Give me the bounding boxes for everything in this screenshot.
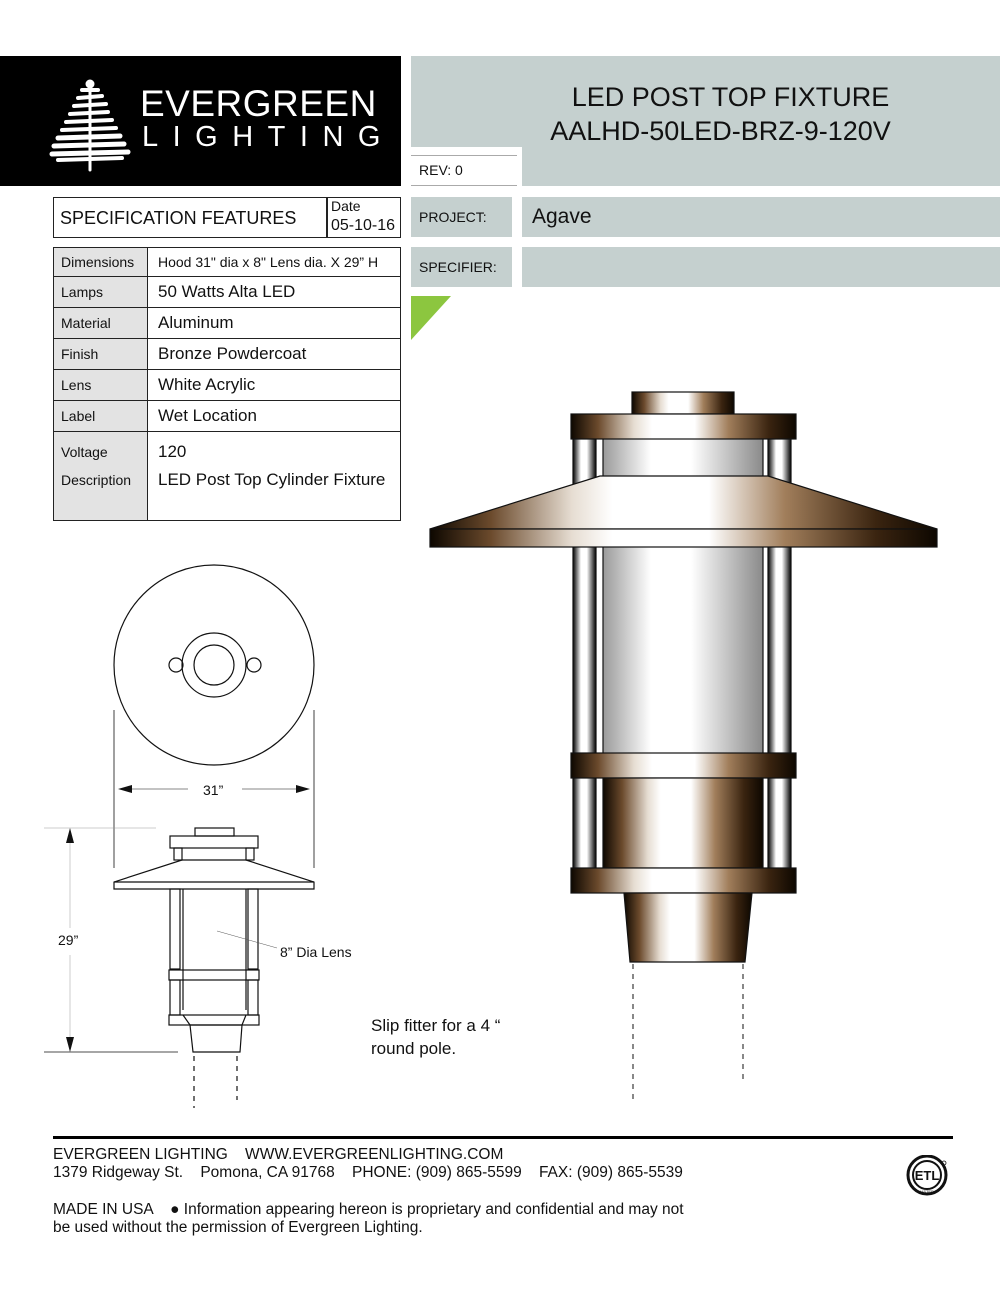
- arrow-left-icon: [118, 785, 132, 793]
- diameter-dimension: 31”: [203, 782, 224, 798]
- project-field[interactable]: Agave: [522, 197, 1000, 237]
- spec-value: LED Post Top Cylinder Fixture: [158, 470, 386, 489]
- spec-key: Label: [53, 400, 148, 432]
- spec-key: Dimensions: [53, 247, 148, 277]
- arrow-right-icon: [296, 785, 310, 793]
- spec-value: Aluminum: [147, 307, 401, 339]
- spec-key: Description: [61, 472, 132, 488]
- accent-triangle: [411, 296, 451, 340]
- table-row: Lens White Acrylic: [53, 369, 401, 401]
- line-drawing: [44, 564, 315, 1108]
- spec-value: Wet Location: [147, 400, 401, 432]
- table-row: Dimensions Hood 31" dia x 8" Lens dia. X…: [53, 247, 401, 277]
- svg-text:ETL: ETL: [915, 1168, 940, 1183]
- spec-value-stack: 120 LED Post Top Cylinder Fixture: [147, 431, 401, 521]
- footer-disclaimer-line-2: be used without the permission of Evergr…: [53, 1219, 423, 1236]
- arrow-down-icon: [66, 1037, 74, 1052]
- note-line: Slip fitter for a 4 “: [371, 1016, 501, 1035]
- spec-header-box: [53, 197, 401, 238]
- revision-label: REV: 0: [411, 155, 517, 186]
- footer-disclaimer-line: MADE IN USA ● Information appearing here…: [53, 1201, 684, 1218]
- table-row: Finish Bronze Powdercoat: [53, 338, 401, 370]
- fixture-render: [429, 391, 938, 1100]
- spec-title: SPECIFICATION FEATURES: [60, 208, 297, 228]
- spec-key: Finish: [53, 338, 148, 370]
- specifier-field[interactable]: [522, 247, 1000, 287]
- note-line: round pole.: [371, 1039, 457, 1058]
- rev-box-bg: [411, 147, 522, 186]
- footer-company-line: EVERGREEN LIGHTING WWW.EVERGREENLIGHTING…: [53, 1146, 504, 1163]
- spec-key: Lens: [53, 369, 148, 401]
- hood-outline: [113, 564, 315, 766]
- footer-divider: [53, 1136, 953, 1139]
- specifier-label: SPECIFIER:: [411, 247, 512, 287]
- spec-value: White Acrylic: [147, 369, 401, 401]
- spec-value: 50 Watts Alta LED: [147, 276, 401, 308]
- brand-subtitle: LIGHTING: [142, 121, 395, 153]
- project-label: PROJECT:: [411, 197, 512, 237]
- height-dimension: 29”: [58, 932, 79, 948]
- footer-address-line: 1379 Ridgeway St. Pomona, CA 91768 PHONE…: [53, 1164, 683, 1181]
- spec-key: Material: [53, 307, 148, 339]
- date-label: Date: [331, 198, 361, 214]
- table-row: Label Wet Location: [53, 400, 401, 432]
- spec-value: Bronze Powdercoat: [147, 338, 401, 370]
- product-title: LED POST TOP FIXTURE: [571, 82, 890, 112]
- spec-key: Lamps: [53, 276, 148, 308]
- lens-label: 8” Dia Lens: [280, 944, 352, 960]
- spec-table: Dimensions Hood 31" dia x 8" Lens dia. X…: [53, 247, 401, 521]
- table-row: Voltage Description 120 LED Post Top Cyl…: [53, 431, 401, 521]
- svg-text:LISTED: LISTED: [920, 1189, 934, 1194]
- table-row: Material Aluminum: [53, 307, 401, 339]
- date-value: 05-10-16: [331, 217, 396, 234]
- slip-fitter-note: Slip fitter for a 4 “ round pole.: [371, 1014, 500, 1060]
- spec-value: 120: [158, 442, 187, 461]
- evergreen-tree-icon: [49, 79, 131, 172]
- product-model: AALHD-50LED-BRZ-9-120V: [550, 116, 891, 146]
- spec-key-stack: Voltage Description: [53, 431, 148, 521]
- brand-name: EVERGREEN: [140, 83, 377, 124]
- spec-value: Hood 31" dia x 8" Lens dia. X 29” H: [147, 247, 401, 277]
- spec-key: Voltage: [61, 444, 108, 460]
- etl-listed-icon: ETL LISTED: [906, 1155, 948, 1196]
- arrow-up-icon: [66, 828, 74, 843]
- table-row: Lamps 50 Watts Alta LED: [53, 276, 401, 308]
- divider: [326, 197, 328, 238]
